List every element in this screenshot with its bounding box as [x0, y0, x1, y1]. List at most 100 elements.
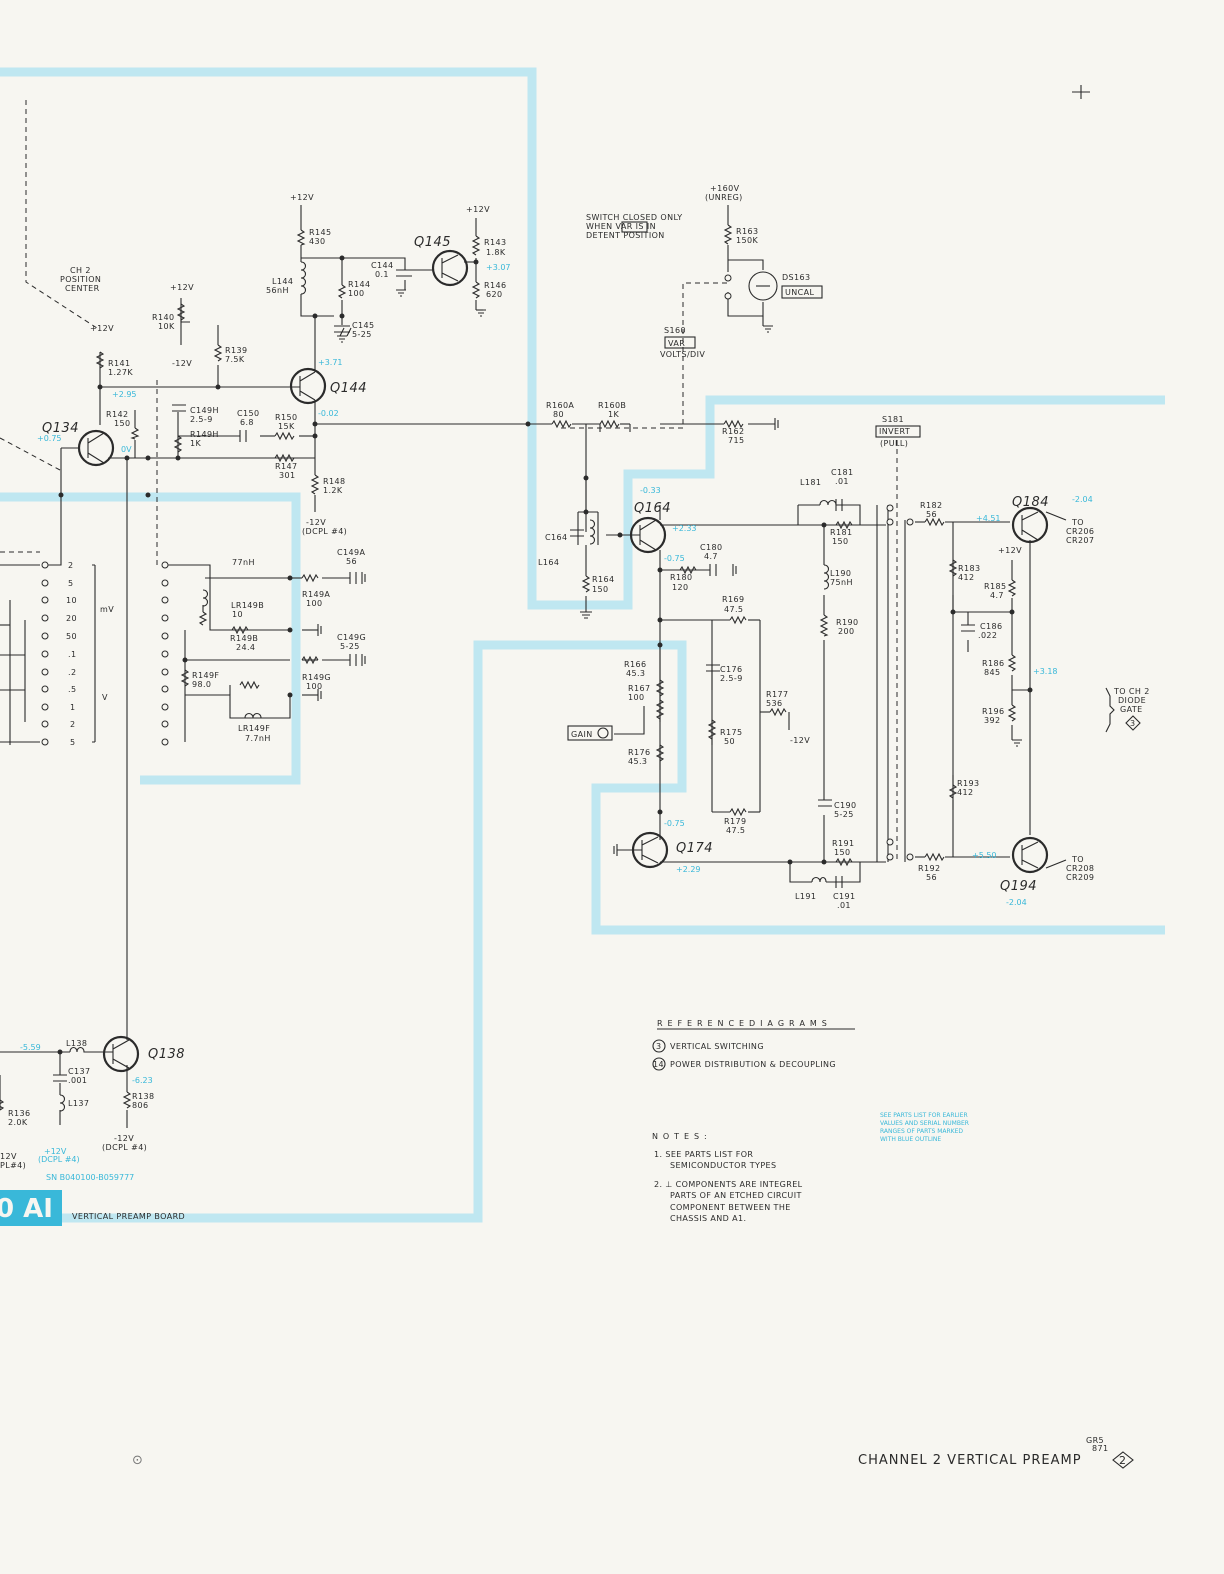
val-c149h: 2.5-9	[190, 415, 213, 424]
ref-q184: Q184	[1012, 495, 1049, 510]
atten-step-mv-1: 5	[68, 579, 74, 588]
v-q174-collector: -0.75	[664, 819, 685, 828]
val-c150: 6.8	[240, 418, 254, 427]
wiring	[0, 205, 1067, 1128]
registration-mark	[1072, 85, 1090, 99]
atten-step-v-1: .2	[68, 668, 76, 677]
ref-r149b: R149B	[230, 634, 258, 643]
ref-c181: C181	[831, 468, 853, 477]
ref-l144: L144	[272, 277, 293, 286]
atten-step-v-5: 5	[70, 738, 76, 747]
atten-step-mv-4: 50	[66, 632, 77, 641]
ref-r141: R141	[108, 359, 130, 368]
v-q194-base: +5.50	[972, 851, 997, 860]
ref-l137: L137	[68, 1099, 89, 1108]
ref-r164: R164	[592, 575, 614, 584]
ref-c149g: C149G	[337, 633, 366, 642]
label-77nh: 77nH	[232, 558, 255, 567]
ref-c149a: C149A	[337, 548, 365, 557]
val-c137: .001	[68, 1076, 87, 1085]
val-r183: 412	[958, 573, 974, 582]
ref-r176: R176	[628, 748, 650, 757]
label-var: VAR	[668, 339, 685, 348]
ref-r139: R139	[225, 346, 247, 355]
label-v12-left: 12V	[0, 1152, 17, 1161]
ref-c176: C176	[720, 665, 742, 674]
ref-r145: R145	[309, 228, 331, 237]
v-q184-base: +4.51	[976, 514, 1001, 523]
ref-c164: C164	[545, 533, 567, 542]
label-pos12-4: +12V	[90, 324, 114, 333]
label-cr206: CR206	[1066, 527, 1094, 536]
q164-symbol	[629, 516, 667, 554]
val-c186: .022	[978, 631, 997, 640]
val-r149g: 100	[306, 682, 322, 691]
ref-r149h: R149H	[190, 430, 219, 439]
label-unreg: (UNREG)	[705, 193, 743, 202]
transistor-symbols	[77, 249, 1049, 1073]
ref-r149g: R149G	[302, 673, 331, 682]
val-r142: 150	[114, 419, 130, 428]
val-r163: 150K	[736, 236, 758, 245]
ref-ds163: DS163	[782, 273, 811, 282]
atten-step-v-3: 1	[70, 703, 76, 712]
reference-item-2-label: POWER DISTRIBUTION & DECOUPLING	[670, 1060, 836, 1069]
val-r180: 120	[672, 583, 688, 592]
ref-r196: R196	[982, 707, 1004, 716]
val-r164: 150	[592, 585, 608, 594]
voltage-readings: +0.75 +2.95 0V +3.71 -0.02 +3.07 -0.33 +…	[20, 263, 1093, 1182]
label-pos12-1: +12V	[290, 193, 314, 202]
atten-step-mv-3: 20	[66, 614, 77, 623]
ref-r177: R177	[766, 690, 788, 699]
label-pos160: +160V	[710, 184, 740, 193]
val-r167: 100	[628, 693, 644, 702]
v-r186-node: +3.18	[1033, 667, 1058, 676]
ref-r175: R175	[720, 728, 742, 737]
ref-l181: L181	[800, 478, 821, 487]
ref-r149f: R149F	[192, 671, 219, 680]
boxed-labels	[567, 221, 921, 741]
label-s181: S181	[882, 415, 904, 424]
val-r179: 47.5	[726, 826, 745, 835]
label-neg12-4: -12V	[114, 1134, 134, 1143]
q138-symbol	[102, 1035, 140, 1073]
switch-note-2: WHEN VAR IS IN	[586, 222, 656, 231]
note-line-1: 1. SEE PARTS LIST FOR	[654, 1150, 753, 1159]
label-pos12-2: +12V	[466, 205, 490, 214]
val-r145: 430	[309, 237, 325, 246]
atten-step-v-2: .5	[68, 685, 76, 694]
v-q164-base: -0.33	[640, 486, 661, 495]
v-q138-emitter: -6.23	[132, 1076, 153, 1085]
label-pull: (PULL)	[880, 439, 908, 448]
label-neg12-2: -12V	[306, 518, 326, 527]
label-dcpl-1: (DCPL #4)	[302, 527, 347, 536]
note-line-2: SEMICONDUCTOR TYPES	[670, 1161, 776, 1170]
ref-r160a: R160A	[546, 401, 574, 410]
blue-note-4: WITH BLUE OUTLINE	[880, 1136, 941, 1143]
val-r193: 412	[957, 788, 973, 797]
note-line-5: COMPONENT BETWEEN THE	[670, 1203, 791, 1212]
v-q138-base: -5.59	[20, 1043, 41, 1052]
label-uncal: UNCAL	[785, 288, 814, 297]
atten-step-mv-2: 10	[66, 596, 77, 605]
v-q164-emitter: +2.33	[672, 524, 697, 533]
val-r160a: 80	[553, 410, 564, 419]
ref-r183: R183	[958, 564, 980, 573]
notes-heading: N O T E S :	[652, 1132, 708, 1141]
ref-r147: R147	[275, 462, 297, 471]
val-r139: 7.5K	[225, 355, 245, 364]
mechanical-linkages	[0, 100, 898, 860]
switch-contacts	[41, 274, 914, 861]
ground-symbols	[317, 289, 1022, 856]
q134-symbol	[77, 429, 115, 467]
val-r185: 4.7	[990, 591, 1004, 600]
ref-lr149b: LR149B	[231, 601, 264, 610]
label-neg12-3: -12V	[790, 736, 810, 745]
v-r142-top: +2.95	[112, 390, 137, 399]
date-code-line-1: GR5	[1086, 1436, 1104, 1445]
val-c191: .01	[837, 901, 851, 910]
val-c181: .01	[835, 477, 849, 486]
ref-r150: R150	[275, 413, 297, 422]
ref-r136: R136	[8, 1109, 30, 1118]
label-voltsdiv: VOLTS/DIV	[660, 350, 705, 359]
